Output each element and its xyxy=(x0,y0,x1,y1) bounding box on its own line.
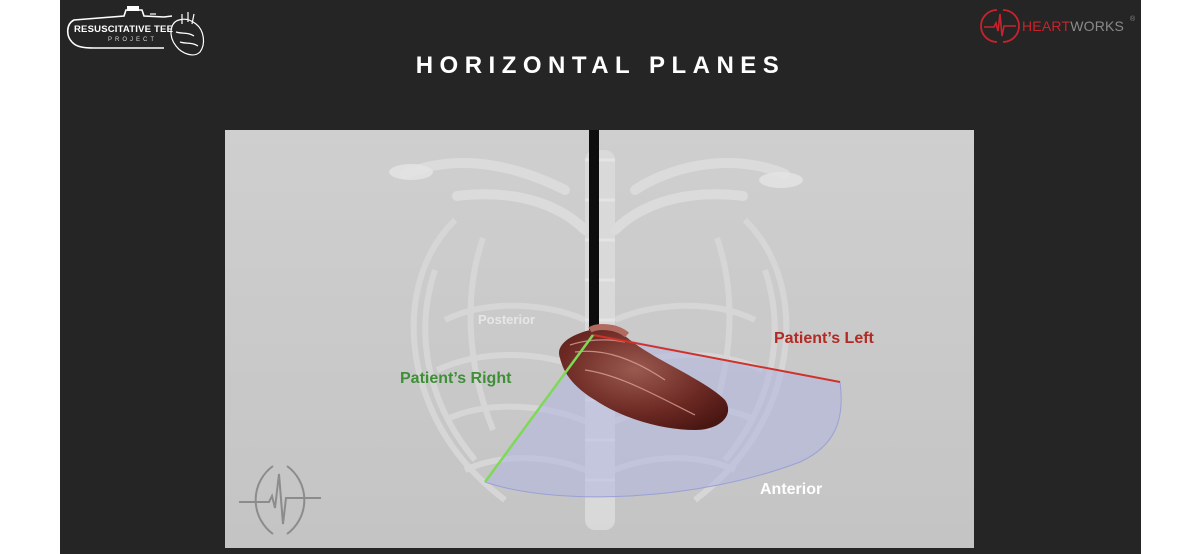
brand-name: HEARTWORKS xyxy=(1022,18,1124,34)
label-patients-left: Patient’s Left xyxy=(774,330,874,348)
brand-name-part2: WORKS xyxy=(1070,18,1124,34)
slide-title: HORIZONTAL PLANES xyxy=(60,52,1141,80)
heart-sketch-icon xyxy=(171,12,204,55)
registered-mark: ® xyxy=(1130,16,1135,23)
logo-title: RESUSCITATIVE TEE xyxy=(74,24,173,35)
horizontal-planes-figure: Posterior Patient’s Left Patient’s Right… xyxy=(225,130,974,548)
label-anterior: Anterior xyxy=(760,481,822,499)
heartworks-logo: HEARTWORKS ® xyxy=(980,6,1138,46)
label-posterior: Posterior xyxy=(478,312,535,327)
slide: RESUSCITATIVE TEE PROJECT HEARTWORKS ® H… xyxy=(60,0,1141,554)
brand-name-part1: HEART xyxy=(1022,18,1070,34)
logo-subtitle: PROJECT xyxy=(108,37,157,43)
label-patients-right: Patient’s Right xyxy=(400,370,511,388)
ecg-circle-icon xyxy=(980,6,1020,46)
